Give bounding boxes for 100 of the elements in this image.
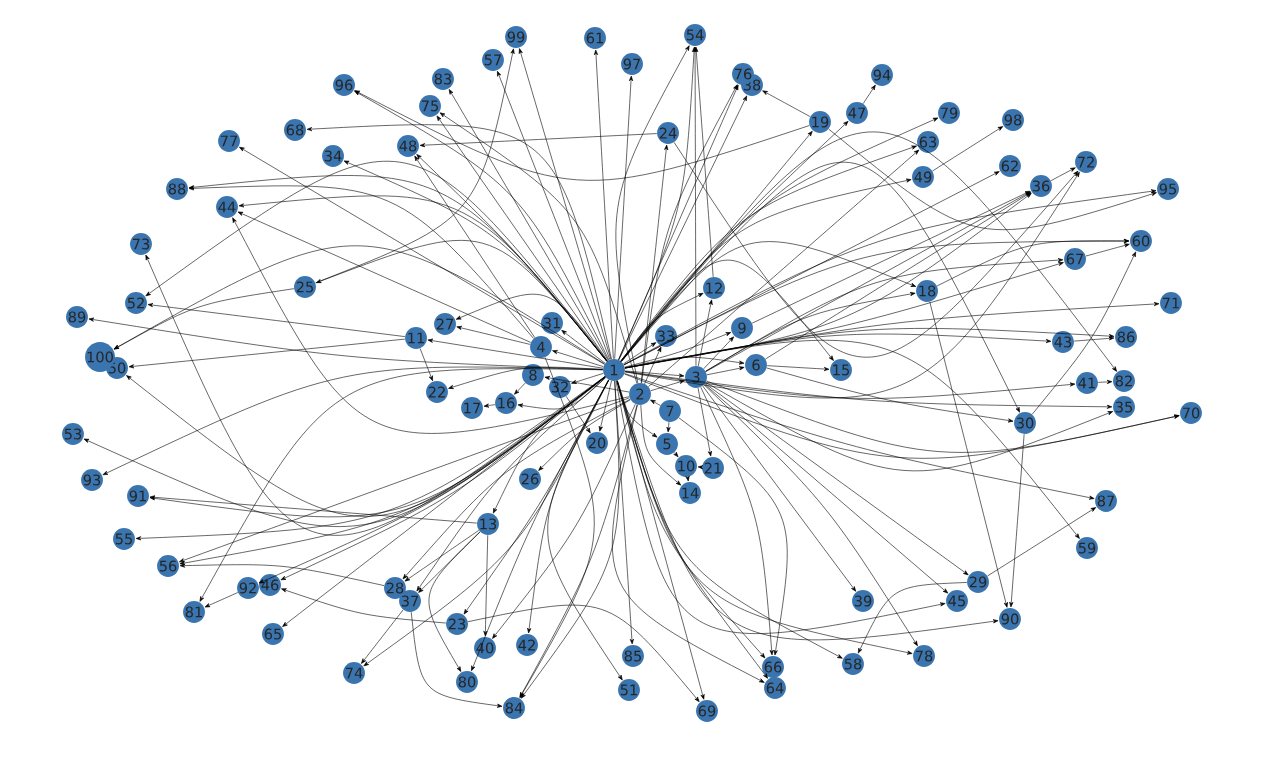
graph-node: 95: [1157, 178, 1179, 200]
graph-node: 84: [503, 697, 525, 719]
arrow: [641, 84, 738, 384]
arrow: [623, 189, 1157, 365]
arrow: [703, 336, 735, 370]
arrow: [538, 399, 631, 471]
arrow: [179, 563, 385, 586]
graph-node: 64: [764, 677, 786, 699]
graph-node: 91: [127, 485, 149, 507]
graph-node: 79: [938, 102, 960, 124]
graph-node: 8: [522, 364, 544, 386]
arrow: [518, 48, 612, 360]
arrow: [644, 346, 662, 385]
arrow: [705, 258, 1064, 372]
arrow: [762, 90, 811, 117]
arrow: [239, 146, 605, 365]
arrow: [704, 384, 949, 594]
arrow: [561, 330, 606, 364]
arrow: [363, 379, 610, 667]
graph-node: 41: [1076, 372, 1098, 394]
graph-node: 43: [1052, 331, 1074, 353]
arrow: [514, 382, 526, 395]
graph-node: 61: [584, 27, 606, 49]
arrow: [232, 217, 630, 434]
graph-node: 63: [917, 131, 939, 153]
graph-node: 12: [703, 277, 725, 299]
arrow: [620, 131, 1117, 372]
arrow: [697, 465, 704, 470]
arrow: [706, 366, 745, 376]
graph-node: 47: [846, 102, 868, 124]
graph-node: 21: [702, 457, 724, 479]
arrow: [1097, 379, 1113, 384]
graph-node: 88: [166, 178, 188, 200]
graph-node: 83: [432, 68, 454, 90]
arrow: [624, 332, 732, 368]
arrow: [697, 299, 713, 367]
graph-node: 16: [495, 392, 517, 414]
arrow: [857, 582, 968, 654]
arrow: [620, 145, 917, 362]
graph-node: 3: [685, 366, 707, 388]
graph-node: 96: [333, 74, 355, 96]
arrow: [620, 117, 939, 362]
arrow: [705, 191, 1031, 372]
graph-node: 11: [405, 327, 427, 349]
graph-node: 85: [622, 645, 644, 667]
arrow: [128, 338, 406, 369]
arrow: [456, 325, 531, 345]
arrow: [640, 404, 682, 486]
graph-node: 55: [113, 528, 135, 550]
graph-node: 45: [946, 590, 968, 612]
graph-node: 81: [183, 601, 205, 623]
arrow: [694, 46, 714, 278]
graph-node: 31: [541, 312, 563, 334]
graph-node: 10: [675, 455, 697, 477]
graph-node: 86: [1115, 326, 1137, 348]
arrow: [700, 386, 774, 656]
arrow: [598, 380, 612, 432]
arrow: [614, 380, 634, 645]
graph-node: 70: [1180, 402, 1202, 424]
graph-node: 1: [603, 359, 625, 381]
graph-node: 6: [745, 354, 767, 376]
graph-node: 90: [999, 608, 1021, 630]
arrow: [471, 379, 609, 672]
arrow: [419, 348, 433, 382]
graph-node: 68: [284, 119, 306, 141]
graph-node: 23: [446, 613, 468, 635]
arrow: [624, 373, 1095, 500]
graph-node: 32: [549, 376, 571, 398]
graph-node: 13: [477, 513, 499, 535]
arrow: [149, 495, 478, 524]
graph-node: 69: [696, 700, 718, 722]
graph-node: 49: [912, 166, 934, 188]
arrow: [410, 611, 503, 708]
arrow: [497, 70, 611, 360]
arrow: [617, 380, 999, 640]
arrow: [593, 49, 614, 360]
graph-node: 17: [461, 397, 483, 419]
arrow: [135, 376, 606, 541]
arrow: [678, 417, 788, 656]
arrow: [697, 387, 712, 457]
arrow: [616, 380, 913, 655]
graph-node: 42: [516, 634, 538, 656]
graph-node: 4: [530, 336, 552, 358]
graph-node: 94: [871, 64, 893, 86]
arrow: [565, 396, 591, 434]
arrow: [188, 185, 534, 339]
arrow: [179, 397, 630, 563]
graph-node: 9: [731, 317, 753, 339]
arrow: [402, 399, 631, 580]
arrow: [519, 404, 638, 698]
arrow: [932, 126, 1004, 172]
graph-node: 2: [629, 383, 651, 405]
graph-node: 77: [218, 130, 240, 152]
arrow: [766, 367, 1014, 423]
graph-node: 46: [259, 574, 281, 596]
arrow: [685, 475, 690, 482]
arrow: [705, 382, 1114, 471]
graph-node: 57: [482, 49, 504, 71]
graph-node: 58: [842, 653, 864, 675]
graph-node: 97: [621, 53, 643, 75]
